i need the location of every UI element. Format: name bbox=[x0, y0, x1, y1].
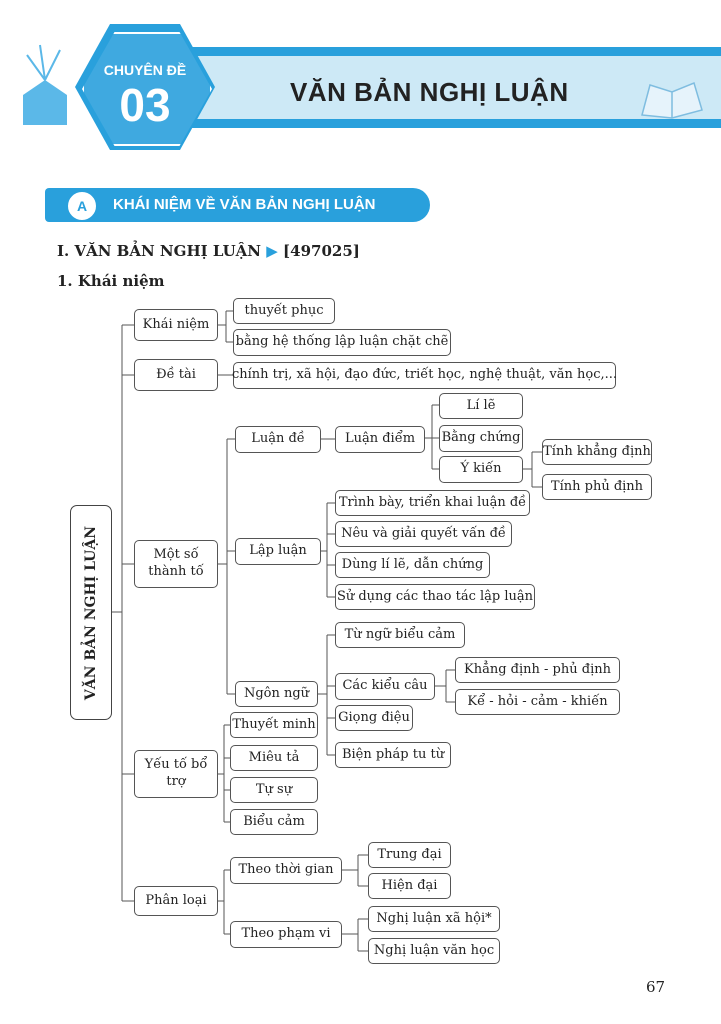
heading-1: I. VĂN BẢN NGHỊ LUẬN ▶ [497025] bbox=[57, 242, 360, 260]
node-lap-luan-2: Nêu và giải quyết vấn đề bbox=[335, 521, 512, 547]
node-de-tai: Đề tài bbox=[134, 359, 218, 391]
node-giong-dieu: Giọng điệu bbox=[335, 705, 413, 731]
node-tu-ngu: Từ ngữ biểu cảm bbox=[335, 622, 465, 648]
section-letter: A bbox=[66, 190, 98, 222]
node-lap-luan-1: Trình bày, triển khai luận đề bbox=[335, 490, 530, 516]
plant-house-icon bbox=[23, 44, 67, 125]
page-number: 67 bbox=[646, 978, 666, 996]
section-banner bbox=[45, 188, 430, 222]
node-lap-luan-4: Sử dụng các thao tác lập luận bbox=[335, 584, 535, 610]
node-khang-dinh: Tính khẳng định bbox=[542, 439, 652, 465]
page-title: VĂN BẢN NGHỊ LUẬN bbox=[290, 77, 569, 107]
node-bien-phap: Biện pháp tu từ bbox=[335, 742, 451, 768]
mindmap-root: VĂN BẢN NGHỊ LUẬN bbox=[70, 505, 112, 720]
node-thoi-gian: Theo thời gian bbox=[230, 857, 342, 884]
chapter-number: 03 bbox=[119, 79, 171, 131]
node-thuyet-phuc: thuyết phục bbox=[233, 298, 335, 324]
node-phu-dinh: Tính phủ định bbox=[542, 474, 652, 500]
node-kieu-cau: Các kiểu câu bbox=[335, 673, 435, 700]
node-tu-su: Tự sự bbox=[230, 777, 318, 803]
chapter-label: CHUYÊN ĐỀ bbox=[103, 62, 187, 78]
heading-code: [497025] bbox=[283, 242, 360, 260]
node-pham-vi: Theo phạm vi bbox=[230, 921, 342, 948]
section-title: KHÁI NIỆM VỀ VĂN BẢN NGHỊ LUẬN bbox=[113, 196, 376, 213]
node-thuyet-minh: Thuyết minh bbox=[230, 712, 318, 738]
node-mieu-ta: Miêu tả bbox=[230, 745, 318, 771]
node-luan-diem: Luận điểm bbox=[335, 426, 425, 453]
node-hien-dai: Hiện đại bbox=[368, 873, 451, 899]
node-phan-loai: Phân loại bbox=[134, 886, 218, 916]
open-book-icon bbox=[641, 81, 703, 119]
node-xa-hoi: Nghị luận xã hội* bbox=[368, 906, 500, 932]
node-ngon-ngu: Ngôn ngữ bbox=[235, 681, 318, 707]
node-trung-dai: Trung đại bbox=[368, 842, 451, 868]
node-kieu-cau-1: Khẳng định - phủ định bbox=[455, 657, 620, 683]
play-icon[interactable]: ▶ bbox=[266, 242, 278, 260]
node-lap-luan: Lập luận bbox=[235, 538, 321, 565]
node-y-kien: Ý kiến bbox=[439, 456, 523, 483]
node-bo-tro: Yếu tố bổ trợ bbox=[134, 750, 218, 798]
node-he-thong: bằng hệ thống lập luận chặt chẽ bbox=[233, 329, 451, 356]
heading-2: 1. Khái niệm bbox=[57, 272, 165, 290]
node-lap-luan-3: Dùng lí lẽ, dẫn chứng bbox=[335, 552, 490, 578]
node-kieu-cau-2: Kể - hỏi - cảm - khiến bbox=[455, 689, 620, 715]
header-stripe bbox=[150, 119, 721, 128]
node-thanh-to: Một số thành tố bbox=[134, 540, 218, 588]
node-de-tai-list: chính trị, xã hội, đạo đức, triết học, n… bbox=[232, 362, 617, 389]
header-stripe bbox=[150, 47, 721, 56]
node-bang-chung: Bằng chứng bbox=[439, 425, 523, 452]
node-bieu-cam: Biểu cảm bbox=[230, 809, 318, 835]
node-luan-de: Luận đề bbox=[235, 426, 321, 453]
header-band bbox=[150, 48, 721, 128]
node-li-le: Lí lẽ bbox=[439, 393, 523, 419]
node-khai-niem: Khái niệm bbox=[134, 309, 218, 341]
node-van-hoc: Nghị luận văn học bbox=[368, 938, 500, 964]
